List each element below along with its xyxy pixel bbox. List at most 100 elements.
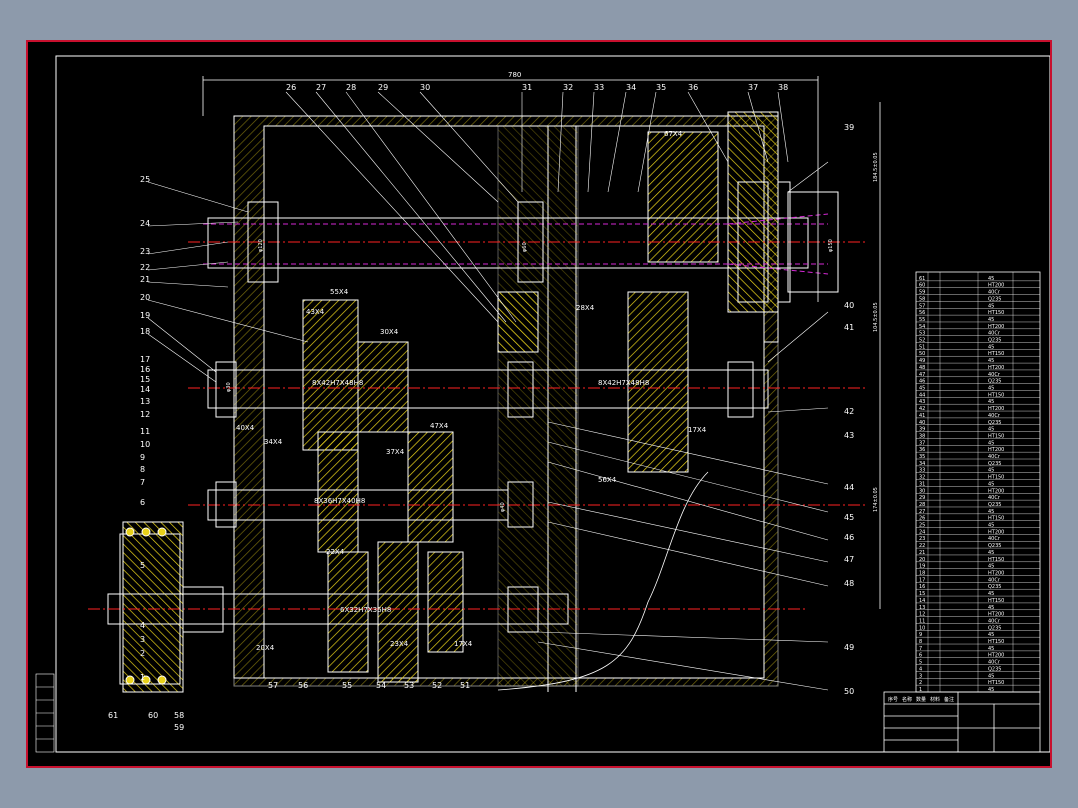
parts-row-material: HT150 [988, 516, 1004, 522]
parts-row-material: 40Cr [988, 495, 1001, 501]
parts-row-material: 40Cr [988, 577, 1001, 583]
parts-row-material: 45 [988, 468, 994, 474]
parts-row-material: 40Cr [988, 331, 1001, 337]
parts-row-material: HT150 [988, 392, 1004, 398]
parts-row-number: 46 [919, 379, 925, 385]
pulley [119, 527, 181, 685]
callout-11: 11 [140, 427, 150, 436]
callout-33: 33 [594, 83, 604, 92]
parts-row-number: 11 [919, 618, 925, 624]
title-block-cell: 备注 [944, 696, 954, 703]
callout-42: 42 [844, 407, 854, 416]
parts-row-material: 45 [988, 481, 994, 487]
callout-39: 39 [844, 123, 854, 132]
vdim-3: 174±0.05 [873, 487, 879, 512]
callout-3: 3 [140, 635, 145, 644]
callout-30: 30 [420, 83, 430, 92]
parts-row-number: 30 [919, 488, 925, 494]
parts-row-number: 13 [919, 605, 925, 611]
title-block [883, 691, 1041, 753]
parts-row-number: 56 [919, 310, 925, 316]
parts-row-number: 43 [919, 399, 925, 405]
parts-row-material: Q235 [988, 338, 1001, 344]
parts-row-number: 22 [919, 543, 925, 549]
parts-row-number: 45 [919, 385, 925, 391]
parts-row-material: 45 [988, 317, 994, 323]
parts-row-number: 23 [919, 536, 925, 542]
parts-row-number: 55 [919, 317, 925, 323]
parts-row-material: 45 [988, 591, 994, 597]
gear-label-9: 17X4 [688, 426, 707, 434]
parts-row-material: 40Cr [988, 290, 1001, 296]
parts-row-material: HT150 [988, 639, 1004, 645]
callout-47: 47 [844, 555, 854, 564]
spindle-nose [777, 181, 839, 303]
parts-row-number: 19 [919, 564, 925, 570]
overall-width-dim: 780 [508, 71, 521, 79]
callout-53: 53 [404, 681, 414, 690]
parts-row-number: 28 [919, 502, 925, 508]
parts-row-material: Q235 [988, 502, 1001, 508]
vdim-2: 104.5±0.05 [873, 302, 879, 332]
parts-row-number: 10 [919, 625, 925, 631]
callout-52: 52 [432, 681, 442, 690]
parts-row-number: 49 [919, 358, 925, 364]
callout-29: 29 [378, 83, 388, 92]
parts-row-number: 20 [919, 557, 925, 563]
casting-outline [497, 471, 709, 691]
gear-label-5: 40X4 [236, 424, 255, 432]
callout-23: 23 [140, 247, 150, 256]
parts-row-number: 26 [919, 516, 925, 522]
parts-row-number: 3 [919, 673, 922, 679]
parts-row-number: 21 [919, 550, 925, 556]
callout-25: 25 [140, 175, 150, 184]
parts-row-number: 44 [919, 392, 925, 398]
callout-5: 5 [140, 561, 145, 570]
parts-row-number: 29 [919, 495, 925, 501]
callout-2: 2 [140, 649, 145, 658]
callout-46: 46 [844, 533, 854, 542]
gear-label-6: 34X4 [264, 438, 283, 446]
callout-34: 34 [626, 83, 636, 92]
vdim-1: 184.5±0.05 [873, 152, 879, 182]
parts-row-material: 45 [988, 440, 994, 446]
parts-row-number: 15 [919, 591, 925, 597]
title-block-cell: 材料 [930, 696, 940, 703]
callout-54: 54 [376, 681, 386, 690]
callout-18: 18 [140, 327, 150, 336]
parts-row-material: HT200 [988, 653, 1004, 659]
parts-row-material: HT200 [988, 529, 1004, 535]
callout-55: 55 [342, 681, 352, 690]
gear-label-0: 55X4 [330, 288, 349, 296]
gear-label-2: 30X4 [380, 328, 399, 336]
callout-59: 59 [174, 723, 184, 732]
parts-row-material: 40Cr [988, 372, 1001, 378]
parts-row-number: 31 [919, 481, 925, 487]
parts-row-number: 9 [919, 632, 922, 638]
parts-row-material: HT200 [988, 447, 1004, 453]
parts-row-number: 4 [919, 666, 922, 672]
parts-row-material: Q235 [988, 379, 1001, 385]
callout-57: 57 [268, 681, 278, 690]
parts-row-material: 45 [988, 673, 994, 679]
parts-row-material: 45 [988, 523, 994, 529]
parts-row-material: HT200 [988, 283, 1004, 289]
centerlines [88, 241, 868, 610]
callout-45: 45 [844, 513, 854, 522]
parts-row-number: 47 [919, 372, 925, 378]
drawing-frame: 780 184.5±0.05 104.5±0.05 174±0.05 [26, 40, 1052, 768]
parts-row-number: 16 [919, 584, 925, 590]
callout-9: 9 [140, 453, 145, 462]
overall-dimension [202, 76, 819, 302]
gear-label-14: 17X4 [454, 640, 473, 648]
parts-row-number: 60 [919, 283, 925, 289]
shaft-dim-1: φ60 [522, 242, 528, 252]
callout-27: 27 [316, 83, 326, 92]
parts-row-material: 45 [988, 344, 994, 350]
parts-row-material: HT200 [988, 488, 1004, 494]
parts-row-material: 45 [988, 427, 994, 433]
parts-row-material: Q235 [988, 461, 1001, 467]
parts-row-number: 2 [919, 680, 922, 686]
callout-1: 1 [140, 673, 145, 682]
parts-row-number: 50 [919, 351, 925, 357]
